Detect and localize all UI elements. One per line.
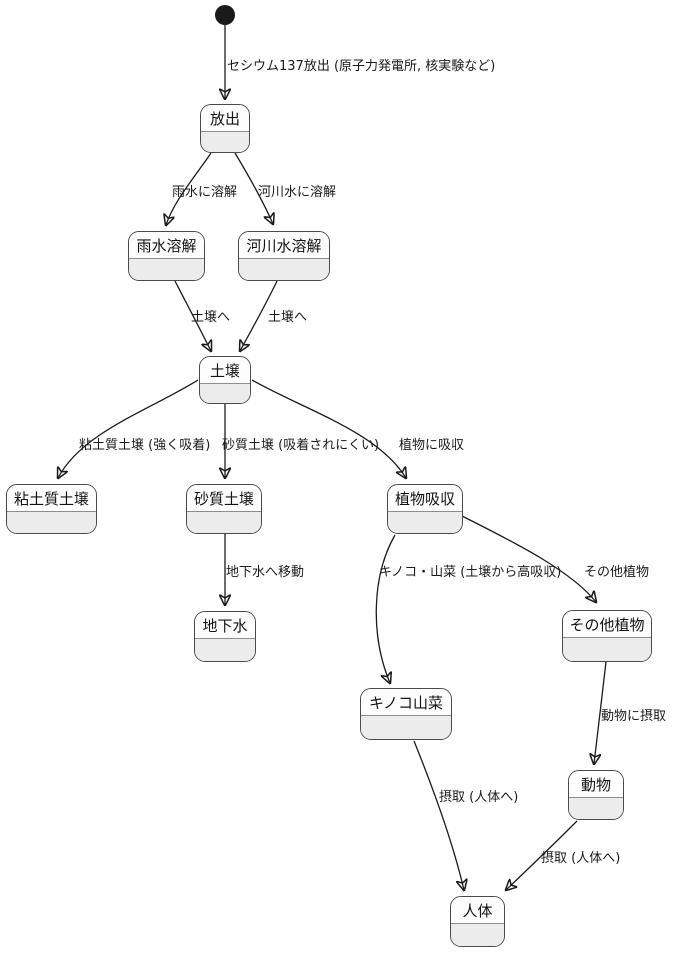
- edge-label-absorbed-by-plants: 植物に吸収: [399, 438, 465, 453]
- state-node-groundwater: 地下水: [194, 611, 256, 662]
- state-node-riverwater-dissolution: 河川水溶解: [238, 231, 330, 281]
- edge-label-to-soil-right: 土壌へ: [268, 310, 308, 325]
- edge-label-dissolve-in-riverwater: 河川水に溶解: [258, 185, 337, 200]
- state-node-label: 土壌: [200, 357, 250, 384]
- state-node-body: [195, 639, 255, 661]
- edge-label-clay-soil-adsorb: 粘土質土壌 (強く吸着): [79, 438, 211, 453]
- state-node-body: [201, 132, 249, 152]
- state-node-body: [187, 512, 261, 533]
- state-node-clay-soil: 粘土質土壌: [6, 484, 97, 534]
- edge-label-intake-to-human-right: 摂取 (人体へ): [541, 851, 621, 866]
- state-node-release: 放出: [200, 104, 250, 153]
- state-node-body: [200, 384, 250, 403]
- state-node-body: [563, 638, 651, 661]
- edge-animal-to-human: [506, 820, 578, 890]
- edge-label-cesium137-release: セシウム137放出 (原子力発電所, 核実験など): [227, 59, 496, 74]
- state-node-label: 粘土質土壌: [7, 485, 96, 512]
- edge-label-dissolve-in-rainwater: 雨水に溶解: [172, 185, 238, 200]
- state-node-label: 河川水溶解: [239, 232, 329, 259]
- state-node-body: [129, 259, 204, 280]
- state-node-body: [388, 512, 462, 533]
- edge-label-other-plants: その他植物: [584, 565, 650, 580]
- state-node-label: キノコ山菜: [361, 689, 451, 716]
- state-node-body: [451, 924, 504, 946]
- state-node-other-plants: その他植物: [562, 610, 652, 662]
- state-node-label: 人体: [451, 897, 504, 924]
- state-node-animal: 動物: [568, 770, 624, 820]
- edge-label-sandy-soil-weak-adsorb: 砂質土壌 (吸着されにくい): [222, 438, 380, 453]
- edge-mushroom-to-human: [413, 740, 464, 890]
- state-node-body: [569, 798, 623, 819]
- state-node-sandy-soil: 砂質土壌: [186, 484, 262, 534]
- state-node-label: 動物: [569, 771, 623, 798]
- state-node-mushroom-wild-vegetables: キノコ山菜: [360, 688, 452, 740]
- state-node-body: [239, 259, 329, 280]
- state-node-soil: 土壌: [199, 356, 251, 404]
- state-node-label: その他植物: [563, 611, 651, 638]
- state-node-body: [361, 716, 451, 739]
- state-node-rainwater-dissolution: 雨水溶解: [128, 231, 205, 281]
- edge-rainwater-to-soil: [174, 280, 211, 351]
- edge-release-to-riverwater: [234, 152, 273, 224]
- edge-label-mushroom-high-absorption: キノコ・山菜 (土壌から高吸収): [379, 565, 562, 580]
- edge-plant-uptake-to-other-plants: [461, 515, 596, 602]
- edge-soil-to-clay-soil: [58, 379, 199, 478]
- state-node-label: 放出: [201, 105, 249, 132]
- state-node-label: 植物吸収: [388, 485, 462, 512]
- state-node-label: 砂質土壌: [187, 485, 261, 512]
- edge-riverwater-to-soil: [240, 280, 278, 351]
- state-node-body: [7, 512, 96, 533]
- state-node-human-body: 人体: [450, 896, 505, 947]
- edge-other-plants-to-animal: [594, 661, 607, 764]
- state-node-label: 地下水: [195, 612, 255, 639]
- edge-label-ingested-by-animals: 動物に摂取: [601, 709, 667, 724]
- state-node-label: 雨水溶解: [129, 232, 204, 259]
- edge-plant-uptake-to-mushroom: [375, 534, 396, 683]
- edge-soil-to-plant-uptake: [251, 379, 406, 478]
- edge-label-move-to-groundwater: 地下水へ移動: [226, 565, 305, 580]
- edge-release-to-rainwater: [166, 152, 212, 225]
- state-node-plant-uptake: 植物吸収: [387, 484, 463, 534]
- initial-state-dot: [215, 5, 235, 25]
- edge-label-to-soil-left: 土壌へ: [191, 310, 231, 325]
- edge-label-intake-to-human-left: 摂取 (人体へ): [439, 790, 519, 805]
